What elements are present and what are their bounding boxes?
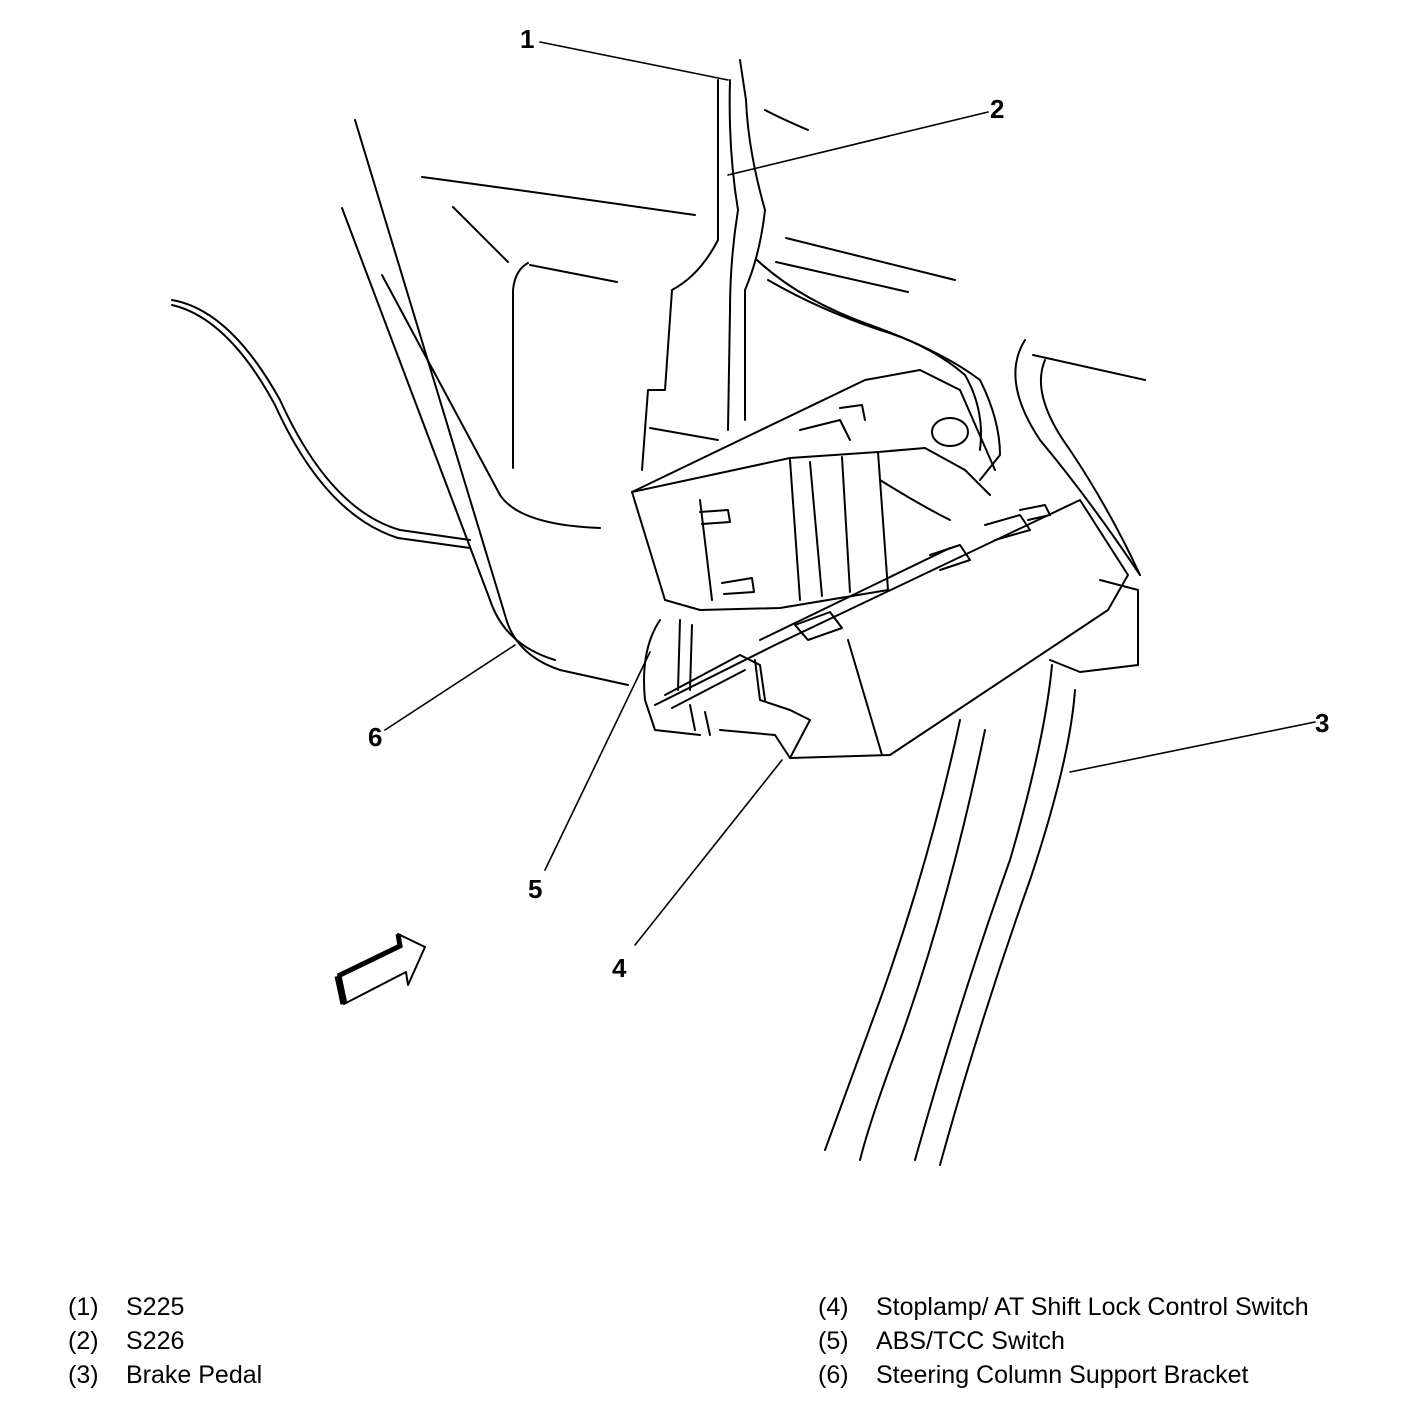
callout-6: 6	[368, 722, 382, 752]
legend-label: S225	[126, 1293, 185, 1321]
abs-tcc-switch	[631, 369, 996, 611]
legend-label: ABS/TCC Switch	[876, 1327, 1065, 1355]
legend-label: Steering Column Support Bracket	[876, 1361, 1249, 1389]
legend-number: (2)	[68, 1327, 99, 1355]
stoplamp-shift-lock-switch	[643, 499, 1129, 759]
legend-label: Brake Pedal	[126, 1361, 263, 1389]
legend-item: (5) ABS/TCC Switch	[818, 1324, 1309, 1358]
legend-item: (4) Stoplamp/ AT Shift Lock Control Swit…	[818, 1290, 1309, 1324]
callout-4: 4	[612, 953, 627, 983]
brake-pedal	[824, 339, 1146, 1166]
legend-item: (2) S226	[68, 1324, 262, 1358]
view-direction-arrow-icon	[334, 933, 426, 1005]
steering-column-support-bracket	[341, 119, 696, 686]
legend-left-column: (1) S225 (2) S226 (3) Brake Pedal	[68, 1290, 262, 1392]
legend-number: (4)	[818, 1293, 849, 1321]
callout-3: 3	[1315, 708, 1329, 738]
leader-lines	[384, 41, 1316, 946]
legend-number: (6)	[818, 1361, 849, 1389]
legend-item: (6) Steering Column Support Bracket	[818, 1358, 1309, 1392]
legend-item: (1) S225	[68, 1290, 262, 1324]
switch-location-diagram: 1 2 3 4 5 6	[171, 24, 1329, 1166]
callout-5: 5	[528, 874, 542, 904]
wiring-harness	[171, 59, 1001, 549]
legend-number: (3)	[68, 1361, 99, 1389]
callout-2: 2	[990, 94, 1004, 124]
callout-1: 1	[520, 24, 534, 54]
legend-right-column: (4) Stoplamp/ AT Shift Lock Control Swit…	[818, 1290, 1309, 1392]
legend-item: (3) Brake Pedal	[68, 1358, 262, 1392]
legend-number: (5)	[818, 1327, 849, 1355]
legend-label: S226	[126, 1327, 185, 1355]
legend-label: Stoplamp/ AT Shift Lock Control Switch	[876, 1293, 1309, 1321]
legend-number: (1)	[68, 1293, 99, 1321]
